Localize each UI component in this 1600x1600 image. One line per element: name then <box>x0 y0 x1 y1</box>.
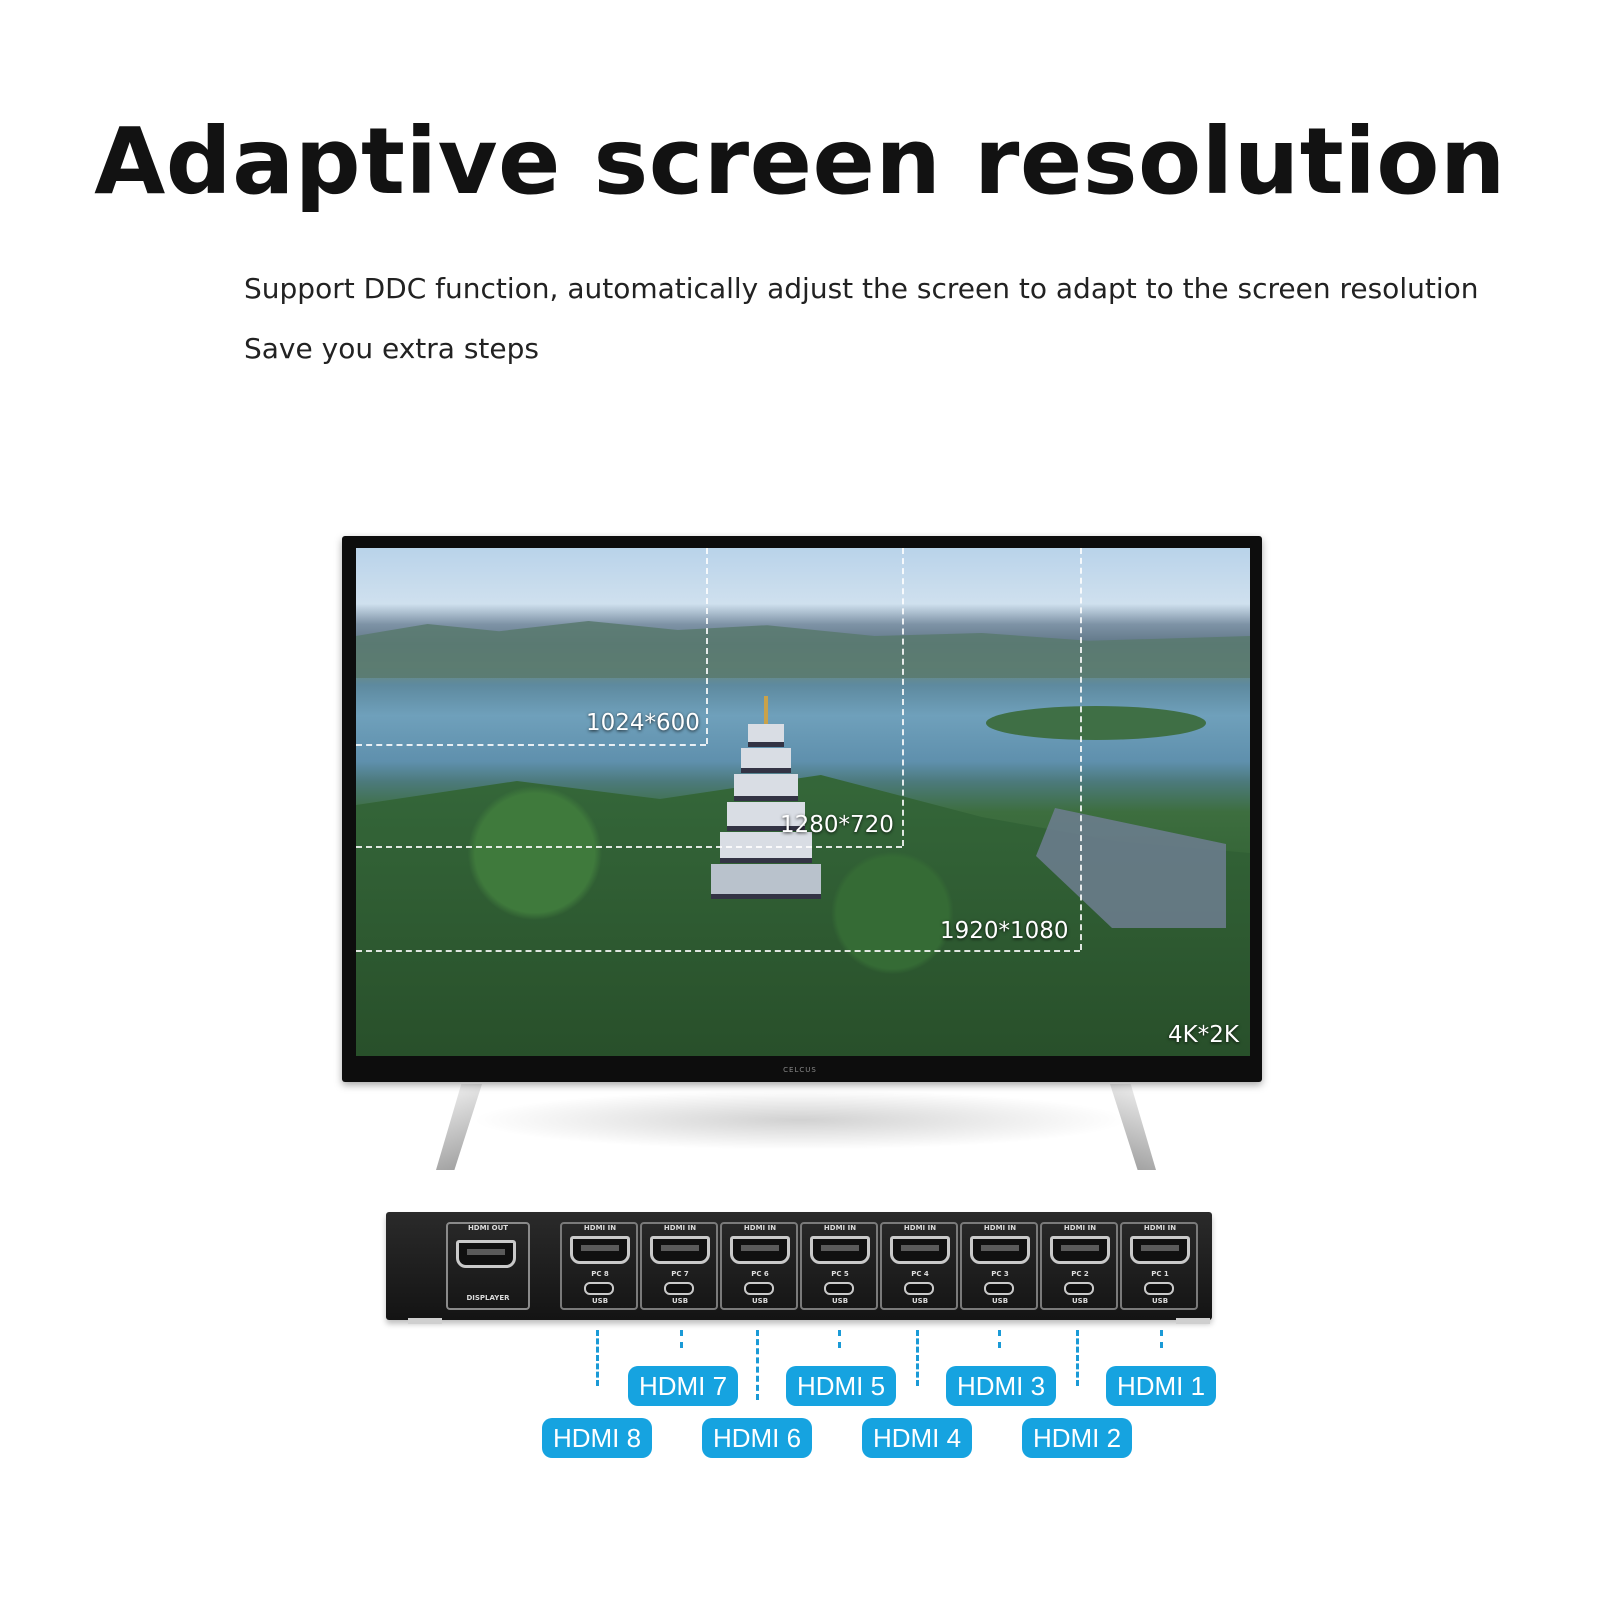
input-bay-7 <box>640 1222 718 1310</box>
dash-1920-h <box>356 950 1080 952</box>
dash-1280-h <box>356 846 902 848</box>
pc-label-1: PC 1 <box>1151 1270 1169 1278</box>
switch-foot-right <box>1176 1318 1210 1324</box>
dash-1024-v <box>706 548 708 744</box>
hdmi-in-port-1 <box>1130 1236 1190 1264</box>
hdmi-in-port-2 <box>1050 1236 1110 1264</box>
usb-label: USB <box>911 1297 929 1305</box>
usb-port-8 <box>584 1282 614 1295</box>
hdmi-badge-1: HDMI 1 <box>1106 1366 1216 1406</box>
usb-label: USB <box>671 1297 689 1305</box>
dash-1920-v <box>1080 548 1082 950</box>
connector-line-8 <box>596 1330 599 1386</box>
subtitle-line-1: Support DDC function, automatically adju… <box>244 272 1479 305</box>
dash-1024-h <box>356 744 706 746</box>
usb-port-5 <box>824 1282 854 1295</box>
resolution-label-4k: 4K*2K <box>1168 1022 1239 1048</box>
hdmi-badge-2: HDMI 2 <box>1022 1418 1132 1458</box>
connector-line-5 <box>838 1330 841 1348</box>
hdmi-in-label: HDMI IN <box>823 1224 857 1232</box>
input-bay-1 <box>1120 1222 1198 1310</box>
connector-line-2 <box>1076 1330 1079 1386</box>
mountain-ridge <box>356 621 1250 678</box>
usb-label: USB <box>1151 1297 1169 1305</box>
hdmi-in-port-4 <box>890 1236 950 1264</box>
input-bay-2 <box>1040 1222 1118 1310</box>
hdmi-in-label: HDMI IN <box>903 1224 937 1232</box>
input-bay-6 <box>720 1222 798 1310</box>
hdmi-out-bay <box>446 1222 530 1310</box>
hdmi-badge-4: HDMI 4 <box>862 1418 972 1458</box>
hdmi-out-port <box>456 1240 516 1268</box>
pagoda-image <box>711 696 821 899</box>
resolution-label-1280: 1280*720 <box>780 812 894 838</box>
usb-label: USB <box>1071 1297 1089 1305</box>
hdmi-in-port-8 <box>570 1236 630 1264</box>
usb-label: USB <box>831 1297 849 1305</box>
pc-label-5: PC 5 <box>831 1270 849 1278</box>
usb-label: USB <box>751 1297 769 1305</box>
pc-label-2: PC 2 <box>1071 1270 1089 1278</box>
usb-label: USB <box>991 1297 1009 1305</box>
input-bay-5 <box>800 1222 878 1310</box>
connector-line-4 <box>916 1330 919 1386</box>
hdmi-in-label: HDMI IN <box>583 1224 617 1232</box>
hdmi-in-port-5 <box>810 1236 870 1264</box>
tv-screen: 1024*600 1280*720 1920*1080 4K*2K <box>356 548 1250 1056</box>
page-title: Adaptive screen resolution <box>94 108 1506 215</box>
pc-label-8: PC 8 <box>591 1270 609 1278</box>
pc-label-3: PC 3 <box>991 1270 1009 1278</box>
pc-label-7: PC 7 <box>671 1270 689 1278</box>
hdmi-badge-5: HDMI 5 <box>786 1366 896 1406</box>
tv-brand-logo: CELCUS <box>783 1066 817 1074</box>
hdmi-in-label: HDMI IN <box>1143 1224 1177 1232</box>
hdmi-in-label: HDMI IN <box>1063 1224 1097 1232</box>
hdmi-in-label: HDMI IN <box>983 1224 1017 1232</box>
hdmi-in-label: HDMI IN <box>663 1224 697 1232</box>
input-bay-8 <box>560 1222 638 1310</box>
connector-line-6 <box>756 1330 759 1400</box>
usb-port-3 <box>984 1282 1014 1295</box>
usb-port-7 <box>664 1282 694 1295</box>
switch-foot-left <box>408 1318 442 1324</box>
connector-line-1 <box>1160 1330 1163 1348</box>
resolution-label-1920: 1920*1080 <box>940 918 1069 944</box>
hdmi-in-port-3 <box>970 1236 1030 1264</box>
connector-line-3 <box>998 1330 1001 1348</box>
usb-label: USB <box>591 1297 609 1305</box>
hdmi-in-port-7 <box>650 1236 710 1264</box>
pc-label-4: PC 4 <box>911 1270 929 1278</box>
lake-island <box>986 706 1206 740</box>
hdmi-badge-8: HDMI 8 <box>542 1418 652 1458</box>
hdmi-in-label: HDMI IN <box>743 1224 777 1232</box>
hdmi-out-label: HDMI OUT <box>467 1224 509 1232</box>
hdmi-badge-3: HDMI 3 <box>946 1366 1056 1406</box>
connector-line-7 <box>680 1330 683 1348</box>
dash-1280-v <box>902 548 904 846</box>
tv-shadow <box>470 1090 1130 1150</box>
hdmi-badge-7: HDMI 7 <box>628 1366 738 1406</box>
input-bay-4 <box>880 1222 958 1310</box>
kvm-switch <box>386 1212 1212 1320</box>
hdmi-badge-6: HDMI 6 <box>702 1418 812 1458</box>
usb-port-1 <box>1144 1282 1174 1295</box>
displayer-label: DISPLAYER <box>466 1294 510 1302</box>
input-bay-3 <box>960 1222 1038 1310</box>
usb-port-2 <box>1064 1282 1094 1295</box>
usb-port-6 <box>744 1282 774 1295</box>
subtitle-line-2: Save you extra steps <box>244 332 539 365</box>
pc-label-6: PC 6 <box>751 1270 769 1278</box>
resolution-label-1024: 1024*600 <box>586 710 700 736</box>
hdmi-in-port-6 <box>730 1236 790 1264</box>
usb-port-4 <box>904 1282 934 1295</box>
